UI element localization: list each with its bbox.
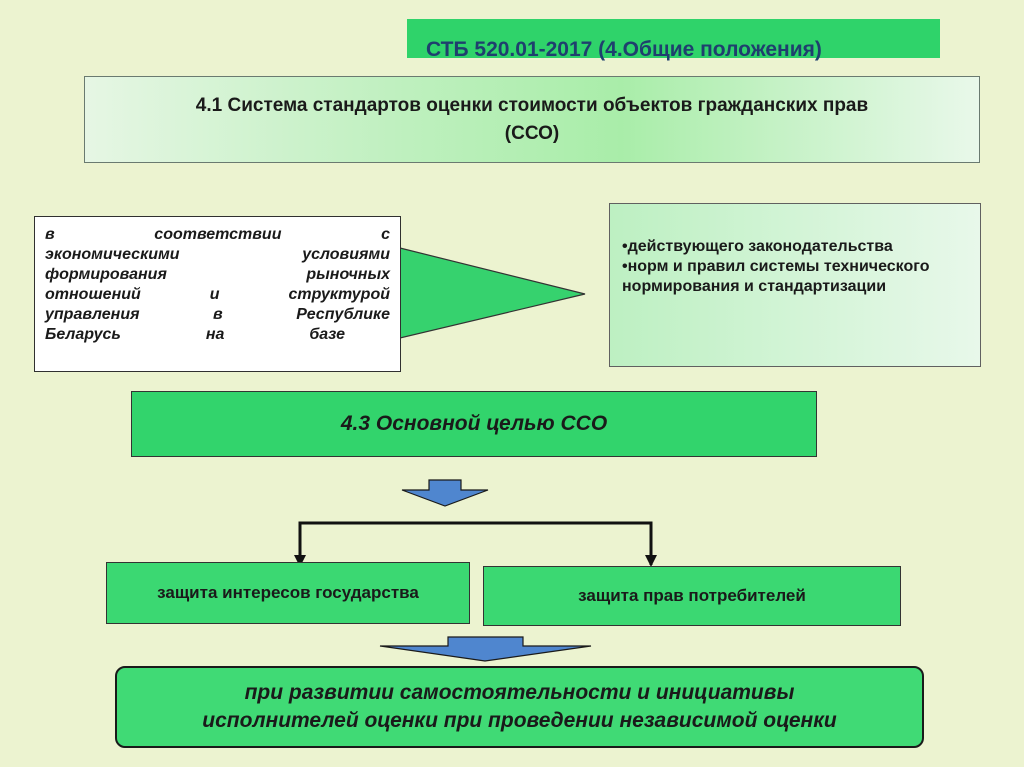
conditions-line-5: управления в Республике <box>45 306 390 323</box>
conditions-line-4: отношений и структурой <box>45 286 390 303</box>
conditions-line-6: Беларусь на базе <box>45 326 345 343</box>
section-4-1-line2: (ССО) <box>504 122 560 144</box>
section-4-1-box: 4.1 Система стандартов оценки стоимости … <box>84 76 980 163</box>
section-4-1-line1: 4.1 Система стандартов оценки стоимости … <box>195 94 869 116</box>
title-background <box>407 19 940 58</box>
conditions-line-3: формирования рыночных <box>45 266 390 283</box>
title-label: СТБ 520.01-2017 (4.Общие положения) <box>426 38 822 61</box>
goal-state-box: защита интересов государства <box>106 562 470 624</box>
basis-item-legislation: •действующего законодательства <box>622 238 893 255</box>
conclusion-line2: исполнителей оценки при проведении незав… <box>202 709 837 732</box>
basis-box: •действующего законодательства •норм и п… <box>609 203 981 367</box>
goal-state-label: защита интересов государства <box>157 583 419 602</box>
conditions-line-2: экономическими условиями <box>45 246 390 263</box>
down-arrow-icon <box>401 479 489 507</box>
triangle-connector-icon <box>399 247 586 339</box>
goal-consumer-label: защита прав потребителей <box>578 586 806 605</box>
basis-item-standards: •норм и правил системы технического норм… <box>622 258 930 295</box>
conditions-box: в соответствии с экономическими условиям… <box>34 216 401 372</box>
section-4-3-label: 4.3 Основной целью ССО <box>340 412 608 435</box>
conditions-line-1: в соответствии с <box>45 226 390 243</box>
conclusion-line1: при развитии самостоятельности и инициат… <box>244 681 795 704</box>
goal-consumer-box: защита прав потребителей <box>483 566 901 626</box>
branch-connector-icon <box>294 521 657 567</box>
section-4-3-box: 4.3 Основной целью ССО <box>131 391 817 457</box>
page-title: СТБ 520.01-2017 (4.Общие положения) <box>426 38 946 68</box>
down-arrow-icon-2 <box>379 636 592 662</box>
conclusion-box: при развитии самостоятельности и инициат… <box>115 666 924 748</box>
